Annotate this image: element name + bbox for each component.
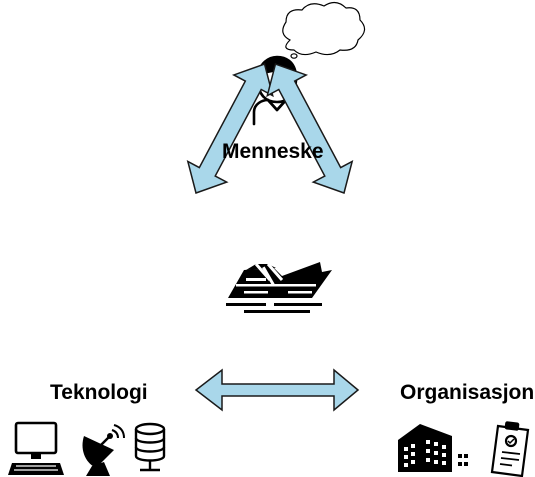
arrow-human-organization [266, 63, 354, 194]
sinking-ship-icon [226, 262, 332, 313]
thought-bubble-icon [282, 1, 366, 66]
clipboard-icon [490, 421, 530, 477]
computer-icon [8, 421, 64, 475]
node-label-organization: Organisasjon [400, 381, 535, 404]
node-label-human: Menneske [222, 140, 324, 163]
arrow-technology-organization [194, 368, 360, 412]
office-building-icon [398, 424, 468, 472]
database-icon [134, 422, 166, 472]
satellite-dish-icon [82, 424, 125, 476]
arrow-human-technology [186, 63, 274, 194]
node-label-technology: Teknologi [50, 381, 148, 404]
